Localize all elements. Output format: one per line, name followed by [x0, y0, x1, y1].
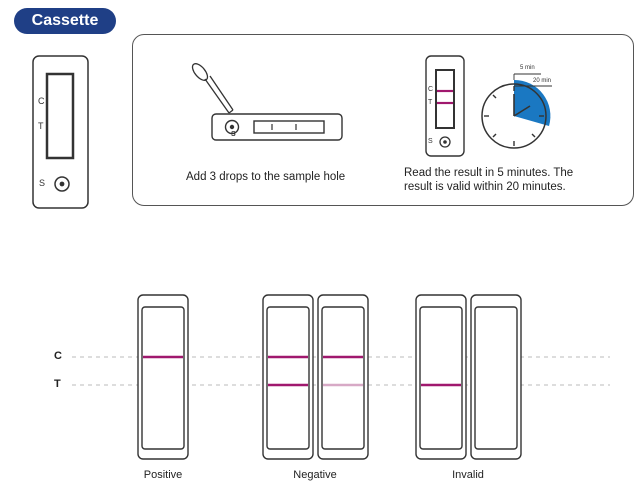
strip-negative-1 [262, 294, 314, 460]
step2-t-label: T [428, 99, 433, 106]
cassette-t-label: T [38, 121, 44, 131]
strip-positive [137, 294, 189, 460]
result-cassette [425, 55, 465, 157]
step1-s-label: S [231, 131, 236, 138]
timer-5min-label: 5 min [520, 65, 535, 71]
procedure-panel [132, 34, 634, 206]
step1-caption: Add 3 drops to the sample hole [186, 171, 346, 183]
positive-label: Positive [143, 469, 183, 481]
invalid-label: Invalid [452, 469, 484, 481]
cassette-s-label: S [39, 178, 46, 188]
strip-negative-2 [317, 294, 369, 460]
horizontal-cassette [211, 113, 343, 141]
results-c-label: C [54, 350, 62, 362]
negative-label: Negative [293, 469, 337, 481]
cassette-c-label: C [38, 96, 45, 106]
strip-invalid-2 [470, 294, 522, 460]
step2-caption-line2: result is valid within 20 minutes. [404, 181, 566, 193]
timer-clock-icon [481, 73, 552, 149]
results-t-label: T [54, 378, 61, 390]
timer-20min-label: 20 min [533, 78, 552, 84]
cassette-device [32, 55, 89, 209]
step2-c-label: C [428, 86, 434, 93]
section-title-text: Cassette [31, 12, 99, 29]
step2-s-label: S [428, 138, 433, 145]
step2-caption-line1: Read the result in 5 minutes. The [404, 167, 574, 179]
strip-invalid-1 [415, 294, 467, 460]
section-title: Cassette [14, 8, 116, 34]
cassette-window [45, 72, 75, 160]
